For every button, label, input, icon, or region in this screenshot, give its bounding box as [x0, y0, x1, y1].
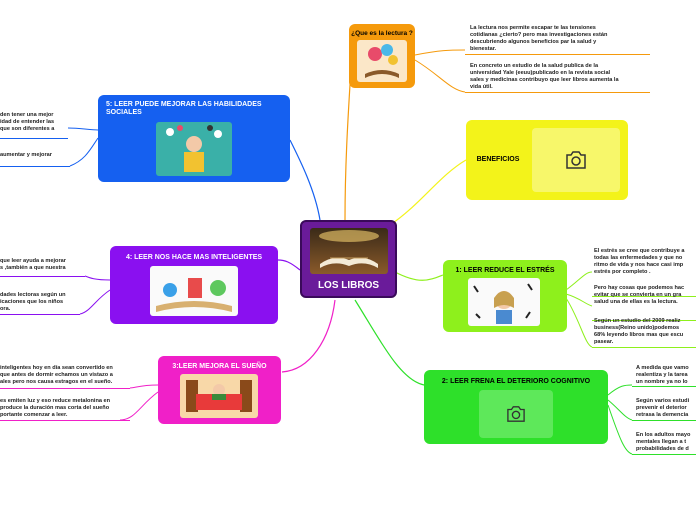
- note-underline: [0, 166, 70, 167]
- note-underline: [465, 92, 650, 93]
- estres-note-2: Pero hay cosas que podemos hac evitar qu…: [594, 285, 685, 305]
- camera-icon: [507, 406, 525, 422]
- social-note-2: aumentar y mejorar: [0, 152, 52, 158]
- stressed-woman-image: [468, 278, 540, 326]
- open-book-icon: [319, 230, 379, 268]
- thinking-man-icon: [166, 125, 222, 172]
- note-underline: [592, 296, 696, 297]
- note-underline: [0, 420, 130, 421]
- image-placeholder[interactable]: [479, 390, 553, 438]
- note-underline: [0, 276, 85, 277]
- image-placeholder[interactable]: [532, 128, 620, 192]
- topic-title: BENEFICIOS: [476, 156, 520, 163]
- inteligentes-note-1: que leer ayuda a mejorar s ,también a qu…: [0, 258, 66, 271]
- topic-title: 3:LEER MEJORA EL SUEÑO: [172, 363, 267, 370]
- topic-title: 5: LEER PUEDE MEJORAR LAS HABILIDADES SO…: [106, 101, 262, 116]
- que-es-note-2: En concreto un estudio de la salud publi…: [470, 63, 619, 90]
- thinking-man-image: [156, 122, 232, 176]
- central-topic[interactable]: LOS LIBROS: [300, 220, 397, 298]
- topic-title: 4: LEER NOS HACE MAS INTELIGENTES: [125, 254, 263, 261]
- note-underline: [632, 386, 696, 387]
- cognitivo-note-1: A medida que vamo realentiza y la tarea …: [636, 365, 689, 385]
- topic-title: 2: LEER FRENA EL DETERIORO COGNITIVO: [441, 378, 591, 385]
- topic-cognitivo[interactable]: 2: LEER FRENA EL DETERIORO COGNITIVO: [424, 370, 608, 444]
- inteligentes-note-2: dades lectoras según un icaciones que lo…: [0, 292, 66, 312]
- cognitivo-note-2: Según varios estudi prevenir el deterior…: [636, 398, 690, 418]
- social-note-1: den tener una mejor idad de entender las…: [0, 112, 55, 132]
- camera-icon: [566, 151, 586, 169]
- sueno-note-2: es emiten luz y eso reduce metalonina en…: [0, 398, 111, 418]
- stressed-woman-icon: [473, 283, 533, 324]
- central-title: LOS LIBROS: [317, 280, 380, 291]
- note-underline: [0, 314, 80, 315]
- topic-title: 1: LEER REDUCE EL ESTRÉS: [455, 267, 555, 274]
- topic-title: ¿Que es la lectura ?: [351, 30, 413, 37]
- note-underline: [632, 420, 696, 421]
- topic-social[interactable]: 5: LEER PUEDE MEJORAR LAS HABILIDADES SO…: [98, 95, 290, 182]
- reading-in-bed-image: [180, 374, 258, 418]
- note-underline: [465, 54, 650, 55]
- bed-icon: [186, 380, 252, 412]
- estres-note-1: El estrés se cree que contribuye a todas…: [594, 248, 685, 275]
- topic-inteligentes[interactable]: 4: LEER NOS HACE MAS INTELIGENTES: [110, 246, 278, 324]
- topic-sueno[interactable]: 3:LEER MEJORA EL SUEÑO: [158, 356, 281, 424]
- topic-que-es[interactable]: ¿Que es la lectura ?: [349, 24, 415, 88]
- colorful-book-icon: [365, 44, 399, 78]
- topic-beneficios[interactable]: BENEFICIOS: [466, 120, 628, 200]
- note-underline: [592, 320, 696, 321]
- cognitivo-note-3: En los adultos mayo mentales llegan a t …: [636, 432, 691, 452]
- note-underline: [632, 454, 696, 455]
- sueno-note-1: inteligentes hoy en día sean convertido …: [0, 365, 113, 385]
- book-image: [310, 228, 388, 274]
- note-underline: [0, 388, 130, 389]
- estres-note-3: Según un estudio del 2009 realiz busines…: [594, 318, 684, 345]
- note-underline: [0, 138, 68, 139]
- book-splash-image: [357, 40, 407, 82]
- topic-estres[interactable]: 1: LEER REDUCE EL ESTRÉS: [443, 260, 567, 332]
- que-es-note-1: La lectura nos permite escapar te las te…: [470, 25, 608, 52]
- learning-book-image: [150, 266, 238, 316]
- note-underline: [592, 347, 696, 348]
- pop-up-book-icon: [156, 278, 232, 312]
